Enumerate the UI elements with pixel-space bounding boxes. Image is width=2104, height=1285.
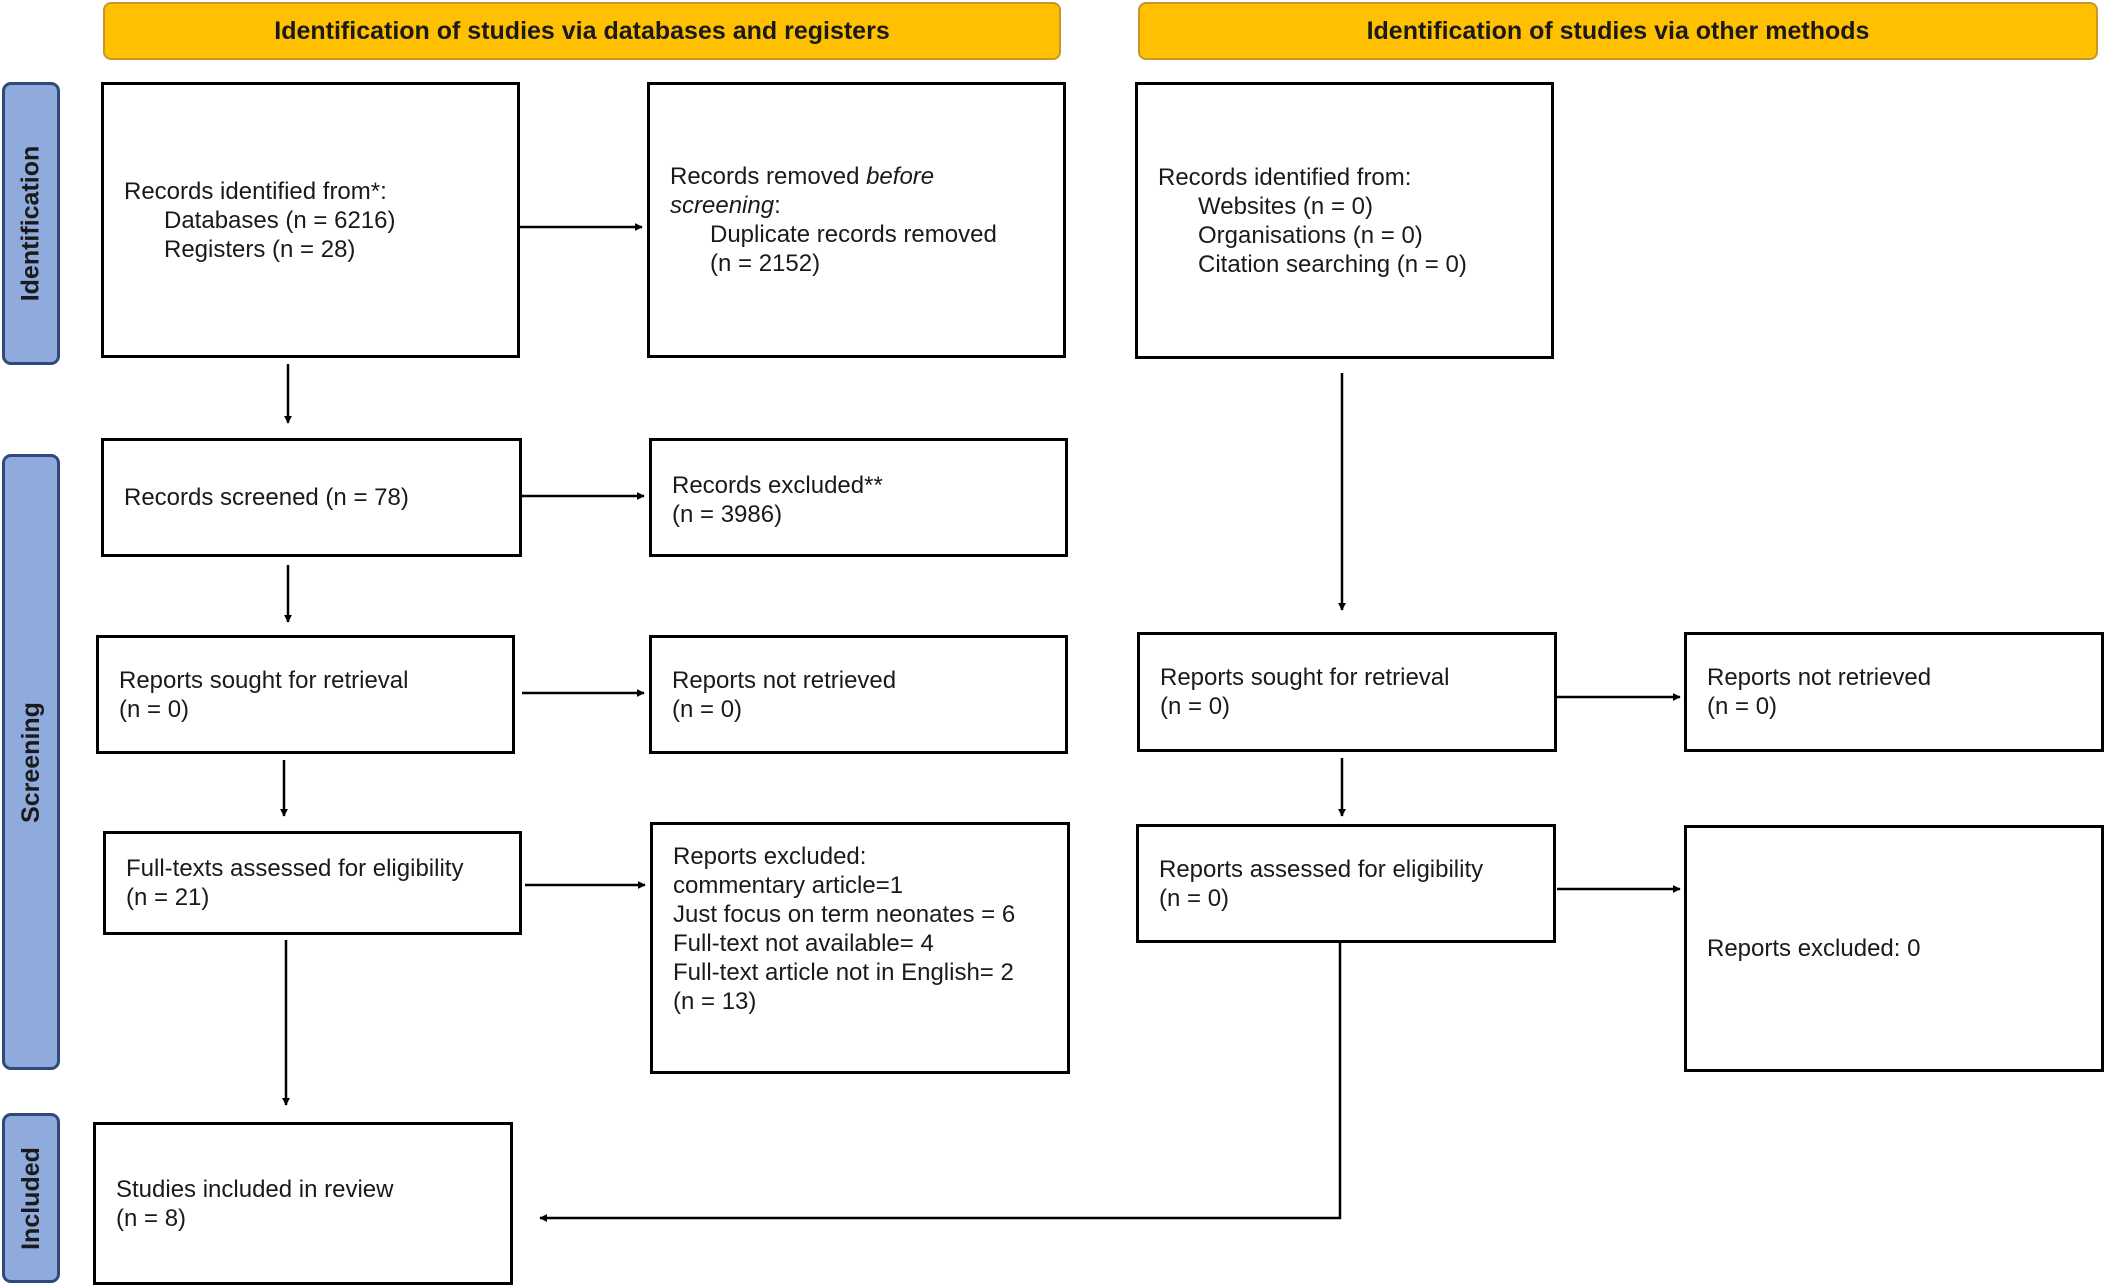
exclusion-reason: Just focus on term neonates = 6 bbox=[673, 901, 1016, 928]
records-removed-box: Records removed before screening: Duplic… bbox=[647, 82, 1066, 358]
db-reports-excluded-box: Reports excluded: commentary article=1 J… bbox=[650, 822, 1070, 1074]
records-removed-title: Records removed before bbox=[670, 162, 1043, 191]
records-screened-box: Records screened (n = 78) bbox=[101, 438, 522, 557]
other-reports-assessed-title: Reports assessed for eligibility bbox=[1159, 855, 1484, 883]
db-reports-not-retrieved-title: Reports not retrieved bbox=[672, 666, 897, 694]
phase-included-label: Included bbox=[16, 1146, 45, 1250]
phase-screening-label: Screening bbox=[16, 701, 45, 823]
other-reports-sought-title: Reports sought for retrieval bbox=[1160, 664, 1450, 691]
other-reports-sought-count: (n = 0) bbox=[1160, 693, 1231, 720]
other-reports-not-retrieved-count: (n = 0) bbox=[1707, 693, 1778, 720]
records-removed-title-em: before bbox=[866, 163, 935, 190]
db-reports-excluded-count: (n = 13) bbox=[673, 988, 757, 1015]
db-reports-sought-box: Reports sought for retrieval (n = 0) bbox=[96, 635, 515, 754]
databases-count: Databases (n = 6216) bbox=[164, 206, 396, 234]
organisations-count: Organisations (n = 0) bbox=[1198, 221, 1423, 249]
fulltexts-assessed-count: (n = 21) bbox=[126, 884, 210, 911]
records-identified-title: Records identified from*: bbox=[124, 177, 387, 205]
fulltexts-assessed-title: Full-texts assessed for eligibility bbox=[126, 855, 464, 882]
records-removed-title-post: : bbox=[774, 192, 781, 219]
websites-count: Websites (n = 0) bbox=[1198, 192, 1373, 220]
other-reports-assessed-box: Reports assessed for eligibility (n = 0) bbox=[1136, 824, 1556, 943]
other-reports-sought-box: Reports sought for retrieval (n = 0) bbox=[1137, 632, 1557, 752]
phase-identification-label: Identification bbox=[16, 145, 45, 302]
other-reports-not-retrieved-title: Reports not retrieved bbox=[1707, 664, 1932, 691]
duplicate-records-count: (n = 2152) bbox=[710, 250, 821, 277]
studies-included-title: Studies included in review bbox=[116, 1175, 394, 1203]
other-records-identified-box: Records identified from: Websites (n = 0… bbox=[1135, 82, 1554, 359]
records-removed-title-em2: screening bbox=[670, 192, 775, 219]
db-reports-not-retrieved-count: (n = 0) bbox=[672, 695, 743, 723]
header-other-methods: Identification of studies via other meth… bbox=[1138, 2, 2098, 60]
exclusion-reason: Full-text article not in English= 2 bbox=[673, 959, 1014, 986]
other-records-identified-title: Records identified from: bbox=[1158, 163, 1412, 191]
phase-screening: Screening bbox=[2, 454, 60, 1070]
registers-count: Registers (n = 28) bbox=[164, 235, 356, 263]
other-reports-excluded-title: Reports excluded: 0 bbox=[1707, 935, 1921, 962]
duplicate-records-removed: Duplicate records removed bbox=[710, 221, 997, 248]
citation-searching-count: Citation searching (n = 0) bbox=[1198, 250, 1467, 278]
exclusion-reason: Full-text not available= 4 bbox=[673, 930, 934, 957]
records-removed-title-pre: Records removed bbox=[670, 163, 867, 190]
header-databases: Identification of studies via databases … bbox=[103, 2, 1061, 60]
fulltexts-assessed-box: Full-texts assessed for eligibility (n =… bbox=[103, 831, 522, 935]
db-reports-excluded-title: Reports excluded: bbox=[673, 843, 867, 870]
db-reports-not-retrieved-box: Reports not retrieved (n = 0) bbox=[649, 635, 1068, 754]
studies-included-box: Studies included in review (n = 8) bbox=[93, 1122, 513, 1285]
records-excluded-count: (n = 3986) bbox=[672, 501, 783, 528]
records-identified-box: Records identified from*: Databases (n =… bbox=[101, 82, 520, 358]
records-excluded-box: Records excluded** (n = 3986) bbox=[649, 438, 1068, 557]
other-reports-not-retrieved-box: Reports not retrieved (n = 0) bbox=[1684, 632, 2104, 752]
other-reports-excluded-box: Reports excluded: 0 bbox=[1684, 825, 2104, 1072]
studies-included-count: (n = 8) bbox=[116, 1204, 187, 1232]
exclusion-reason: commentary article=1 bbox=[673, 872, 904, 899]
records-removed-title-line2: screening: bbox=[670, 191, 1043, 220]
other-reports-assessed-count: (n = 0) bbox=[1159, 884, 1230, 912]
phase-identification: Identification bbox=[2, 82, 60, 365]
records-screened-title: Records screened (n = 78) bbox=[124, 484, 409, 511]
records-excluded-title: Records excluded** bbox=[672, 472, 883, 499]
db-reports-sought-title: Reports sought for retrieval bbox=[119, 666, 409, 694]
phase-included: Included bbox=[2, 1113, 60, 1283]
db-reports-sought-count: (n = 0) bbox=[119, 695, 190, 723]
